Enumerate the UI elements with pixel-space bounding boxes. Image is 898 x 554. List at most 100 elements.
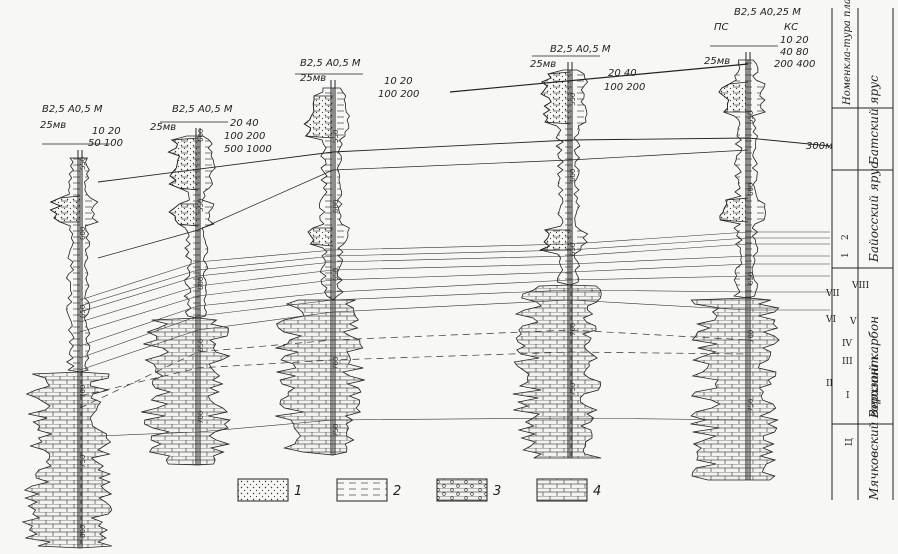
correlation-line (79, 275, 830, 347)
correlation-line (79, 237, 830, 307)
depth-label: 650 (332, 268, 340, 281)
well-2-sp-scale: 25мв (150, 122, 177, 133)
sandstone-interval (718, 81, 749, 113)
depth-label: 550 (747, 111, 755, 124)
limestone-body-left (274, 299, 334, 456)
well-4-res-top: 20 40 (608, 68, 637, 79)
bed-roman-label: VII (825, 289, 840, 299)
well-3-sp-scale: 25мв (300, 73, 327, 84)
correlation-line-dashed (79, 329, 749, 409)
limestone-body-right (747, 297, 780, 481)
sandstone-interval (49, 195, 81, 223)
bed-index: 1 (841, 252, 851, 258)
legend-index: 4 (593, 484, 601, 499)
well-1-res-bot: 50 100 (88, 138, 123, 149)
correlation-line (79, 243, 830, 313)
well-5-kc-label: КС (784, 22, 799, 33)
clay-body-right (747, 59, 766, 299)
correlation-line (79, 231, 830, 301)
legend-swatch (536, 478, 588, 502)
depth-label: 550 (79, 157, 87, 170)
legend-index: 2 (393, 484, 401, 499)
sandstone-interval (167, 137, 199, 191)
sandstone-interval (540, 229, 571, 251)
well-2-probe: В2,5 А0,5 М (172, 104, 233, 115)
legend-item-4: 4 (536, 478, 601, 502)
depth-label: 550 (569, 93, 577, 106)
well-5-sp-scale: 25мв (704, 56, 731, 67)
limestone-body-right (332, 299, 365, 456)
sandstone-interval (168, 203, 199, 227)
well-5-res-mid: 40 80 (780, 47, 809, 58)
legend-swatch (336, 478, 388, 502)
clay-body-right (332, 87, 350, 301)
well-3-res-top: 10 20 (384, 76, 413, 87)
correlation-line (79, 289, 830, 359)
miachkovo-index: Ц (845, 438, 855, 446)
well-2-res-bot: 100 200 (224, 131, 266, 142)
depth-label: 600 (569, 169, 577, 182)
bed-roman-label: IV (842, 339, 853, 349)
bed-index: 2 (841, 234, 851, 240)
sandstone-interval (303, 95, 334, 139)
legend-swatch (237, 478, 289, 502)
depth-label: 750 (569, 383, 577, 396)
limestone-body-left (21, 371, 81, 549)
legend-swatch (436, 478, 488, 502)
well-4-sp-scale: 25мв (530, 59, 557, 70)
depth-label: 700 (569, 323, 577, 336)
bed-roman-label: VI (825, 315, 836, 325)
depth-label: 750 (747, 399, 755, 412)
depth-label: 600 (79, 227, 87, 240)
depth-label: 550 (332, 130, 340, 143)
sandstone-interval (540, 71, 571, 125)
limestone-body-right (197, 317, 231, 466)
well-1-res-top: 10 20 (92, 126, 121, 137)
depth-label: 750 (332, 424, 340, 437)
limestone-body-right (79, 371, 113, 549)
clay-body-right (569, 69, 589, 286)
well-4: 550 600 650 700 750 (512, 55, 602, 459)
depth-label: 600 (197, 277, 205, 290)
depth-label: 700 (79, 385, 87, 398)
well-5-probe: В2,5 А0,25 М (734, 7, 801, 18)
limestone-body-left (690, 297, 749, 481)
depth-label: 600 (747, 183, 755, 196)
strat-unit-label: Батский ярус (867, 75, 881, 166)
depth-label: 700 (197, 411, 205, 424)
depth-label: 700 (332, 357, 340, 370)
strat-unit-label: Байосский ярус (867, 162, 881, 263)
depth-label: 600 (197, 129, 205, 142)
correlation-lines (79, 63, 831, 437)
bed-roman-label: I (846, 391, 850, 401)
well-2-res-top: 20 40 (230, 118, 259, 129)
bed-roman-label: II (826, 379, 834, 389)
header-link-line (449, 63, 749, 93)
strat-unit-label: Мячковский горизонт (867, 356, 881, 501)
well-4-res-bot: 100 200 (604, 82, 646, 93)
column-header: Номенкла-тура пластов (842, 0, 853, 106)
bed-roman-label: III (842, 357, 853, 367)
well-5-res-bot: 200 400 (774, 59, 816, 70)
correlation-line-dashed (79, 351, 749, 397)
correlation-line (79, 255, 830, 323)
depth-label: 650 (569, 243, 577, 256)
correlation-line (79, 299, 830, 371)
clay-body-left (49, 157, 81, 373)
correlation-line (79, 263, 830, 333)
legend-item-3: 3 (436, 478, 501, 502)
legend-index: 3 (493, 484, 501, 499)
legend-index: 1 (294, 484, 302, 499)
sandstone-interval (307, 227, 334, 247)
legend-item-1: 1 (237, 478, 302, 502)
correlation-line-300m (97, 137, 831, 183)
legend-item-2: 2 (336, 478, 401, 502)
well-logs: 5506006507007508006005506006507005506006… (21, 45, 780, 549)
depth-label: 650 (197, 339, 205, 352)
well-3-probe: В2,5 А0,5 М (300, 58, 361, 69)
well-4-probe: В2,5 А0,5 М (550, 44, 611, 55)
limestone-body-left (512, 284, 571, 459)
well-3-res-bot: 100 200 (378, 89, 420, 100)
